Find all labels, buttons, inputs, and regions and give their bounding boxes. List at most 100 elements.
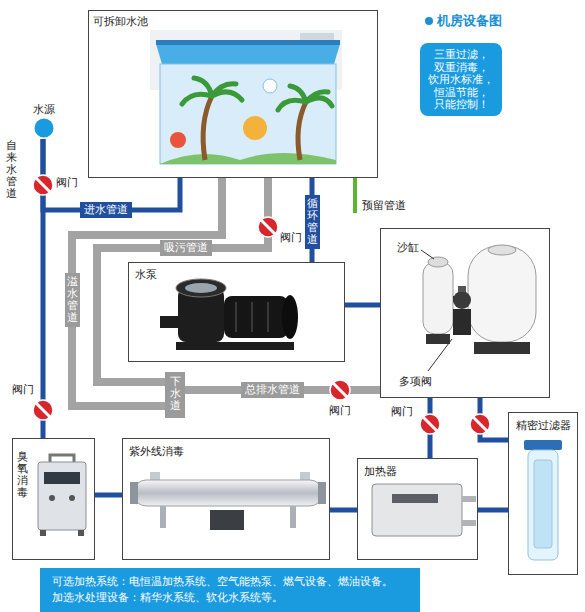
valve-label: 阀门 [391,405,413,418]
pool-water [156,44,340,64]
valve-symbol [420,414,440,434]
multiport-valve [453,291,471,309]
small-tank-base [426,334,450,344]
sand-tank [468,246,536,342]
pump-fan-cover [282,295,298,339]
valve-symbol [33,400,53,420]
pump-rib [251,302,253,332]
pool-grass [160,153,336,164]
water-source: 水源 [29,103,58,139]
ozone-box: 臭氧消毒 [12,438,95,560]
reserved-pipe [353,178,357,213]
valve-label: 阀门 [280,231,302,244]
leader-line [428,339,452,371]
water-pipe [43,139,180,210]
ozone-foot [40,530,46,536]
uv-port [150,472,160,480]
pipe-name: 预留管道 [362,199,406,212]
pipe-label: 进水管道 [80,202,132,217]
valve-bar [423,417,437,431]
uv-control [210,510,244,530]
note-band: 可选加热系统：电恒温加热系统、空气能热泵、燃气设备、燃油设备。加选水处理设备：精… [40,568,420,612]
pump-rib [267,302,269,332]
title-dot [425,17,433,25]
valve-symbol [470,414,490,434]
valve-symbol [258,217,278,237]
cartoon-figure [243,116,267,140]
ozone-knob [69,495,75,501]
pump-lid-window [185,283,217,293]
filter-housing [528,450,558,560]
node-label: 水源 [33,103,55,116]
pump-inlet [160,316,180,328]
slogan-box: 三重过滤， 双重消毒， 饮用水标准， 恒温节能， 只能控制！ [420,43,502,116]
pump-box: 水泵 [128,262,345,362]
precision-filter-box: 精密过滤器 [508,412,578,575]
node-label: 可拆卸水池 [93,15,148,28]
pipe-label: 吸污管道 [160,240,212,255]
uv-tube [134,480,322,506]
leader-line [421,250,434,259]
uv-leg [160,506,166,528]
pipe-label: 溢水管道 [65,273,80,327]
water-source-circle [34,119,53,138]
heater-port [462,520,476,526]
pump-lid [176,279,226,297]
valve-bar [36,178,50,192]
valve-bar [333,383,347,397]
node-label: 水泵 [135,268,157,281]
source-circle-svg [34,118,54,138]
uv-port [300,472,310,480]
pipe-label: 循环管道 [305,195,320,249]
palm-trunk [203,96,212,160]
valve-symbol [330,380,350,400]
node-label: 加热器 [364,465,397,478]
valve-ports [453,309,471,335]
valve-symbol [33,400,53,420]
palm-trunk [298,102,306,160]
heater-port [462,496,476,502]
ozone-handle [50,455,74,462]
heater-body [372,484,462,536]
heater-box: 加热器 [357,458,478,560]
palm-leaves [182,78,242,104]
pipe-label: 总排水管道 [241,382,304,397]
pump-rib [235,302,237,332]
pipe-name: 自来水管道 [6,140,17,200]
uv-leg [290,506,296,528]
ozone-foot [78,530,84,536]
node-label: 可选加热系统：电恒温加热系统、空气能热泵、燃气设备、燃油设备。 [52,574,393,590]
valve-label: 阀门 [12,383,34,396]
water-pipe [330,508,357,513]
small-tank [423,262,453,334]
node-label: 三重过滤， 双重消毒， 饮用水标准， 恒温节能， 只能控制！ [428,48,494,111]
ozone-device [38,462,86,530]
valve-bar [36,403,50,417]
ozone-knob [49,495,55,501]
valve-bar [261,220,275,234]
uv-cap [130,482,138,504]
water-pipe [95,493,122,498]
small-tank-cap [428,257,448,267]
palm-leaves [278,86,332,110]
valve-handle [458,286,466,292]
valve-label: 阀门 [329,404,351,417]
pump-base [176,342,294,350]
pool-rim [156,40,340,45]
node-label: 紫外线消毒 [129,445,184,458]
sand-tank-base [474,342,530,354]
water-pipe [478,508,508,513]
valve-symbol [33,175,53,195]
sand-tank-lid [488,245,516,255]
cartoon-cloud [263,79,277,93]
diagram-title: 机房设备图 [437,13,502,29]
node-label: 沙缸 [397,241,419,254]
pump-motor [224,296,288,338]
node-label: 下水道 [170,376,181,412]
node-sublabel: 加选水处理设备：精华水系统、软化水系统等。 [52,590,283,606]
sand-filter-box: 沙缸多项阀 [380,228,550,398]
drain-pipe [72,178,222,406]
